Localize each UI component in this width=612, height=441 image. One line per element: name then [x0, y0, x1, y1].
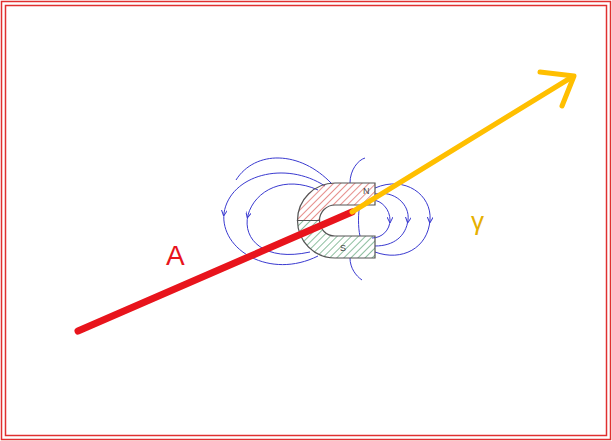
field-lines — [224, 158, 430, 280]
particle-label: A — [166, 242, 185, 270]
magnet-south — [298, 221, 376, 259]
photon-arrowhead — [540, 72, 574, 106]
photon-label: γ — [471, 208, 484, 234]
magnet-north — [298, 183, 376, 221]
pole-label: S — [340, 244, 346, 253]
pole-label: N — [363, 187, 370, 196]
axion-beam — [78, 212, 352, 331]
frame-inner — [6, 6, 607, 436]
photon-beam — [352, 77, 572, 212]
